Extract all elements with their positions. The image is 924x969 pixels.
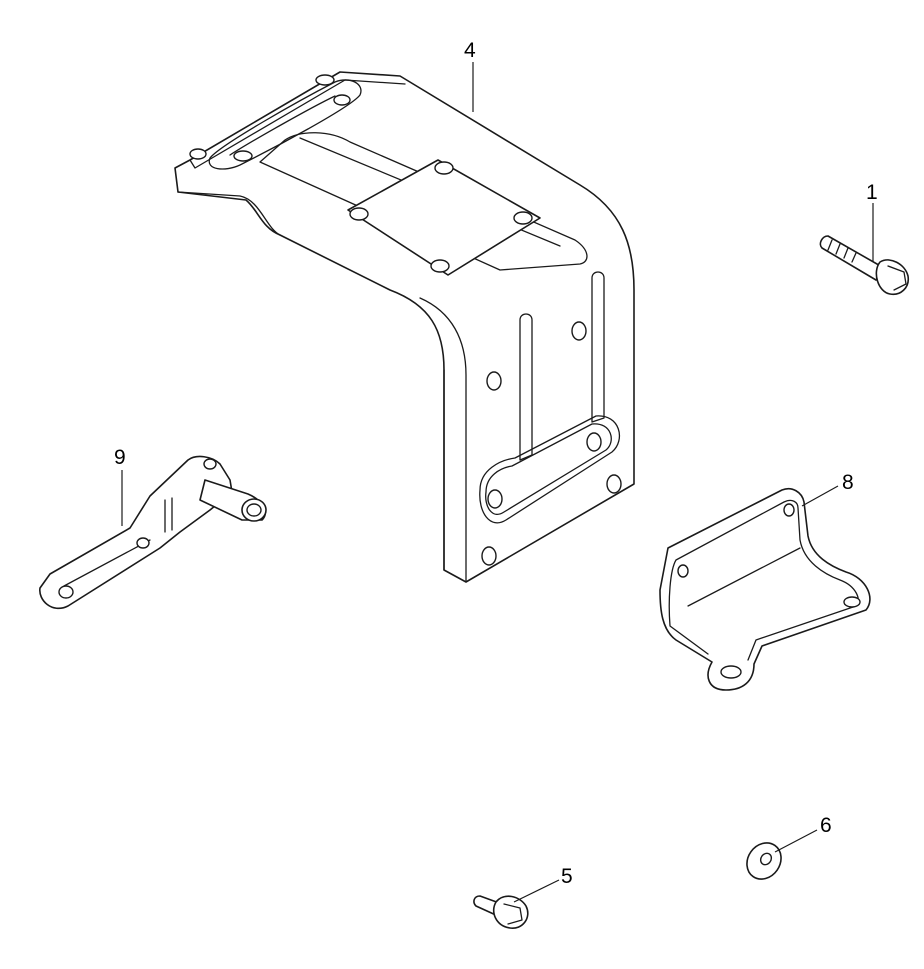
callout-5: 5	[561, 865, 573, 888]
arm-part-9	[39, 455, 267, 610]
leader-lines	[121, 62, 874, 903]
callout-labels: 4 1 9 8 6 5	[114, 39, 878, 888]
small-bracket-part-8	[659, 487, 871, 691]
leader-line-8	[801, 485, 839, 507]
bracket-part-4	[174, 71, 635, 583]
callout-9: 9	[114, 446, 126, 469]
bolt-part-1	[819, 235, 910, 296]
washer-part-6	[746, 842, 782, 880]
callout-8: 8	[842, 471, 854, 494]
callout-6: 6	[820, 814, 832, 837]
callout-1: 1	[866, 181, 878, 204]
leader-line-6	[774, 829, 818, 853]
bracket-holes	[189, 74, 622, 566]
bolt-part-5	[473, 895, 529, 929]
leader-line-5	[513, 879, 560, 903]
callout-4: 4	[464, 39, 476, 62]
